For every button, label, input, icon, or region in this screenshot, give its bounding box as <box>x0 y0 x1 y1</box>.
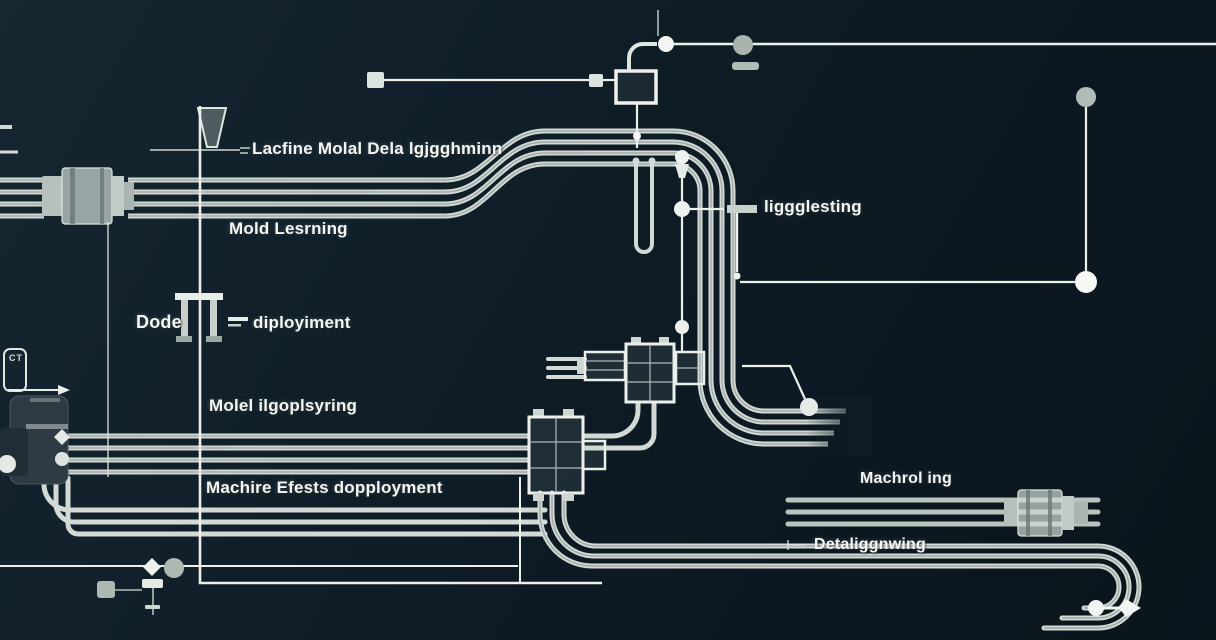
gray-circle-node-icon <box>164 558 184 578</box>
circle-node-icon <box>55 452 69 466</box>
deployment-label: diployiment <box>253 313 351 332</box>
square-node-icon <box>589 74 603 87</box>
top-pipeline-label: Lacfine Molal Dela lgjgghminn <box>252 139 503 158</box>
circle-node-icon <box>658 36 674 52</box>
dash-node-icon <box>732 62 759 70</box>
label-tick-marks <box>240 147 806 550</box>
circle-node-icon <box>0 455 16 473</box>
right-arrow-icon <box>58 385 70 395</box>
ct-outline-box <box>3 348 70 395</box>
ingesting-branch-line <box>690 87 1097 293</box>
valve-drop-line <box>674 150 690 352</box>
ct-marking: CT <box>9 353 23 363</box>
middle-flanged-connector <box>577 337 706 404</box>
main-upper-pipe-bundle <box>0 131 846 444</box>
valve-icon <box>675 164 689 178</box>
small-node-icon <box>633 132 641 140</box>
lower-left-pipe-bundle <box>64 433 529 475</box>
machine-deployment-label: Machire Efests dopployment <box>206 478 443 497</box>
gray-circle-node-icon <box>733 35 753 55</box>
top-assembly <box>367 10 1216 105</box>
lower-box-connector <box>527 409 607 501</box>
circle-node-icon <box>674 201 690 217</box>
right-pipe-coupling <box>1004 489 1088 537</box>
circle-node-icon <box>1088 600 1104 616</box>
machroling-label: Machrol ing <box>860 470 952 487</box>
dode-label: Dode <box>136 312 182 332</box>
dode-clamp-component <box>175 293 248 342</box>
funnel-component <box>150 107 240 151</box>
equals-dash-icon <box>228 317 248 321</box>
diagonal-branch-line <box>742 364 818 416</box>
dark-machine-component <box>0 395 70 485</box>
diamond-arrow-icon <box>1119 599 1141 617</box>
left-pipe-coupling <box>42 167 134 225</box>
data-ingesting-label: Detaliggnwing <box>814 536 926 553</box>
gray-square-node-icon <box>97 581 115 598</box>
vertical-guide-lines <box>0 102 641 585</box>
elbow-to-middle-connector <box>583 402 657 451</box>
left-edge-pipe-stubs <box>0 125 18 154</box>
circle-node-icon <box>675 150 689 164</box>
circle-node-icon <box>675 320 689 334</box>
junction-box <box>614 69 658 105</box>
square-node-icon <box>367 72 384 88</box>
diamond-node-icon <box>54 429 70 445</box>
diamond-node-icon <box>143 558 161 576</box>
narrow-u-stub-pipe <box>632 157 656 254</box>
model-deploying-label: Molel ilgoplsyring <box>209 396 358 415</box>
gray-circle-node-icon <box>1076 87 1096 107</box>
circle-node-icon <box>800 398 818 416</box>
ingesting-label: liggglesting <box>764 197 862 216</box>
bottom-left-node-cluster <box>97 558 184 615</box>
circle-node-icon <box>1075 271 1097 293</box>
bottom-left-u-bundle <box>41 475 548 537</box>
bottom-right-node-cluster <box>1088 599 1141 617</box>
model-learning-label: Mold Lesrning <box>229 219 348 238</box>
